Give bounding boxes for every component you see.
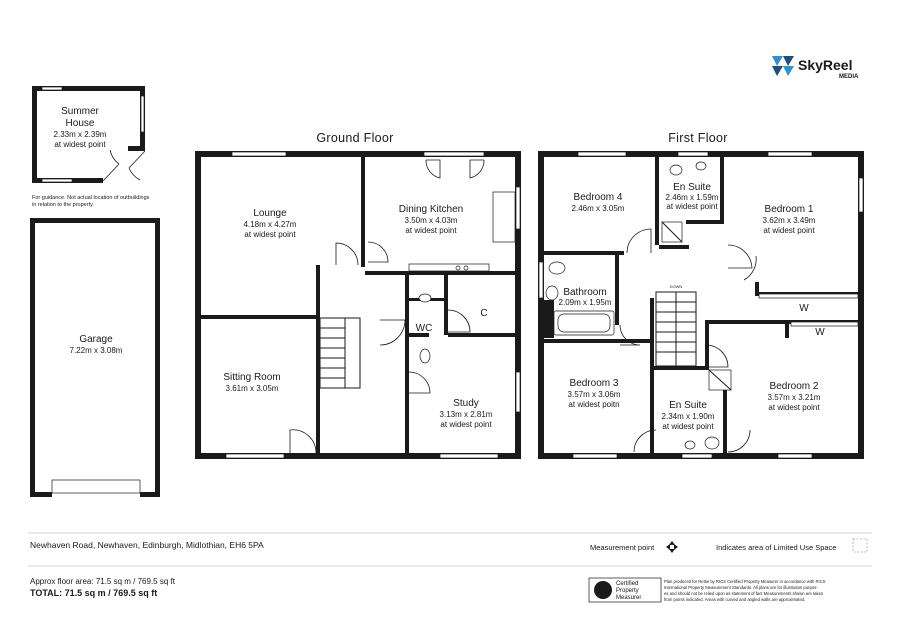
bedroom4-dim: 2.46m x 3.05m: [572, 204, 625, 213]
ground-floor-title: Ground Floor: [316, 131, 393, 145]
bedroom3-note: at widest poitn: [568, 400, 619, 409]
bedroom3-name: Bedroom 3: [570, 378, 619, 389]
bedroom4-name: Bedroom 4: [574, 192, 623, 203]
dining-kitchen-name: Dining Kitchen: [399, 204, 463, 215]
study-name: Study: [453, 398, 479, 409]
bedroom2-name: Bedroom 2: [770, 381, 819, 392]
bathroom-name: Bathroom: [563, 287, 606, 298]
en-suite-1-name: En Suite: [673, 182, 711, 193]
rics-badge: RICS Certified Property Measurer: [588, 577, 662, 603]
first-floor-plan: DOWN Bedroom 4 2.46m x 3.05m En Suite 2.…: [538, 151, 864, 459]
measurement-point-label: Measurement point: [590, 543, 655, 552]
skyreel-logo-icon: [772, 56, 794, 76]
garage: Garage 7.22m x 3.08m: [30, 218, 160, 497]
total-area: TOTAL: 71.5 sq m / 769.5 sq ft: [30, 588, 157, 598]
summer-house-note: at widest point: [54, 140, 106, 149]
summer-house-name-2: House: [66, 118, 95, 129]
lounge-name: Lounge: [253, 208, 287, 219]
disclaimer-line-4: from points indicated. Areas with curved…: [664, 597, 805, 602]
ground-floor-plan: Lounge 4.18m x 4.27m at widest point Din…: [195, 151, 521, 459]
brand-sub: MEDIA: [839, 74, 859, 80]
summer-house-name-1: Summer: [61, 106, 99, 117]
approx-area: Approx floor area: 71.5 sq m / 769.5 sq …: [30, 577, 176, 586]
certified-line-2: Property: [616, 588, 639, 594]
limited-space-swatch: [852, 538, 868, 553]
study-dim: 3.13m x 2.81m: [440, 410, 493, 419]
skyreel-logo: SkyReel MEDIA: [772, 56, 859, 80]
disclaimer-line-3: es and should not be relied upon as stat…: [664, 591, 824, 596]
wc-name: WC: [416, 323, 433, 334]
bedroom3-dim: 3.57m x 3.06m: [568, 390, 621, 399]
bedroom1-note: at widest point: [763, 226, 815, 235]
summer-house-dim: 2.33m x 2.39m: [54, 130, 107, 139]
lounge-note: at widest point: [244, 230, 296, 239]
wardrobe-1-label: W: [799, 303, 809, 314]
disclaimer-line-1: Plan produced for Rettie by RICS Certifi…: [664, 579, 826, 584]
outbuildings-note-1: For guidance. Not actual location of out…: [32, 195, 150, 201]
bedroom2-dim: 3.57m x 3.21m: [768, 393, 821, 402]
first-floor-title: First Floor: [668, 131, 728, 145]
outbuildings-note-2: in relation to the property.: [32, 202, 94, 208]
stairs-label: DOWN: [670, 284, 683, 289]
study-note: at widest point: [440, 420, 492, 429]
certified-line-1: Certified: [616, 581, 638, 587]
cupboard-name: C: [480, 308, 487, 319]
en-suite-2-name: En Suite: [669, 400, 707, 411]
lounge-dim: 4.18m x 4.27m: [244, 220, 297, 229]
certified-line-3: Measurer: [616, 595, 641, 601]
garage-dim: 7.22m x 3.08m: [70, 346, 123, 355]
dining-kitchen-note: at widest point: [405, 226, 457, 235]
bedroom1-name: Bedroom 1: [765, 204, 814, 215]
limited-space-label: Indicates area of Limited Use Space: [716, 543, 836, 552]
garage-name: Garage: [79, 334, 113, 345]
en-suite-2-dim: 2.34m x 1.90m: [662, 412, 715, 421]
bedroom2-note: at widest point: [768, 403, 820, 412]
bathroom-dim: 2.09m x 1.95m: [559, 298, 612, 307]
brand-name: SkyReel: [798, 57, 852, 73]
sitting-room-dim: 3.61m x 3.05m: [226, 384, 279, 393]
en-suite-1-note: at widest point: [666, 202, 718, 211]
measurement-point-icon: [666, 541, 678, 553]
disclaimer-line-2: International Property Measurement Stand…: [664, 585, 818, 590]
rics-logo-text: RICS: [596, 589, 609, 595]
address: Newhaven Road, Newhaven, Edinburgh, Midl…: [30, 540, 264, 550]
summer-house: Summer House 2.33m x 2.39m at widest poi…: [32, 86, 146, 183]
dining-kitchen-dim: 3.50m x 4.03m: [405, 216, 458, 225]
wardrobe-2-label: W: [815, 327, 825, 338]
sitting-room-name: Sitting Room: [223, 372, 280, 383]
en-suite-1-dim: 2.46m x 1.59m: [666, 193, 719, 202]
en-suite-2-note: at widest point: [662, 422, 714, 431]
bedroom1-dim: 3.62m x 3.49m: [763, 216, 816, 225]
rics-logo-icon: [594, 581, 612, 599]
